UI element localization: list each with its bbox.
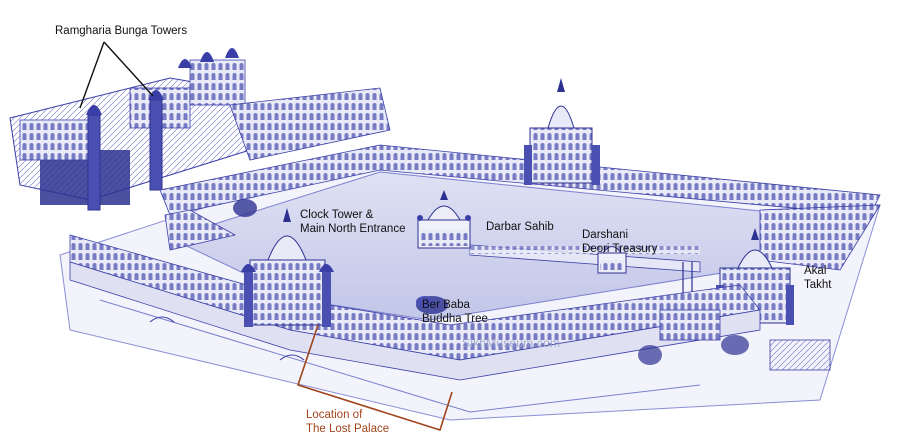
darbar-sahib-building [417, 190, 471, 249]
lost-palace-callout [296, 324, 453, 432]
ramgharia-pointer-lines [79, 41, 154, 109]
clock-tower-building [241, 208, 334, 327]
label-clock-tower: Clock Tower & Main North Entrance [300, 209, 406, 235]
west-parikrama [164, 209, 237, 251]
ramgharia-bunga-buildings [9, 48, 251, 211]
label-darbar-sahib: Darbar Sahib [486, 221, 554, 233]
north-east-buildings [229, 87, 391, 161]
label-ramgharia-bunga-towers: Ramgharia Bunga Towers [55, 25, 188, 37]
east-parikrama [759, 204, 881, 271]
label-darshani-deori: Darshani Deori Treasury [582, 229, 658, 255]
east-gateway-building [524, 78, 600, 185]
label-ber-baba-tree: Ber Baba Buddha Tree [422, 299, 488, 325]
watermark: SikhMuseum.com [462, 336, 561, 350]
label-akal-takht: Akal Takht [804, 265, 832, 291]
label-lost-palace: Location of The Lost Palace [306, 409, 390, 435]
ber-baba-tree-drawing [416, 296, 448, 314]
darshani-deori-building [597, 246, 627, 274]
